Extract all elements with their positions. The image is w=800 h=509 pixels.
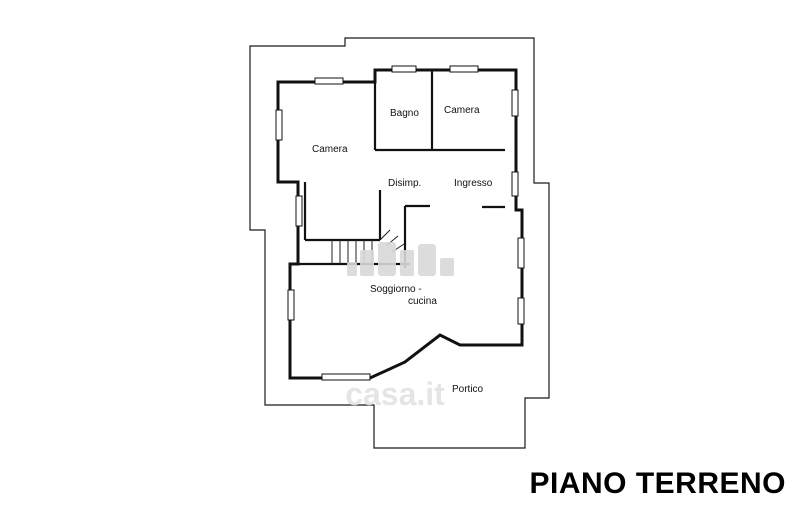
interior-walls: [296, 70, 505, 268]
room-label-camera-right: Camera: [444, 105, 480, 116]
room-label-portico: Portico: [452, 384, 484, 395]
room-label-camera-left: Camera: [312, 144, 348, 155]
room-label-soggiorno-line2: cucina: [408, 296, 437, 307]
watermark: casa.it: [345, 242, 454, 412]
watermark-text: casa.it: [345, 376, 445, 412]
room-label-soggiorno-line1: Soggiorno -: [370, 284, 422, 295]
room-label-disimpegno: Disimp.: [388, 178, 421, 189]
room-label-ingresso: Ingresso: [454, 178, 493, 189]
floor-title: PIANO TERRENO: [529, 467, 786, 500]
plot-boundary: [249, 37, 550, 449]
windows: [275, 65, 525, 381]
room-label-bagno: Bagno: [390, 108, 419, 119]
